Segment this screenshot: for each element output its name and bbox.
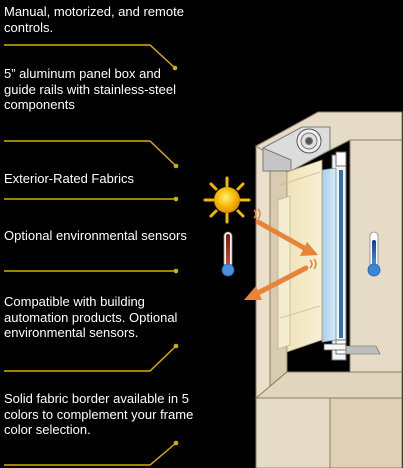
feature-controls: Manual, motorized, and remote controls. [4, 4, 184, 35]
thermometer-hot-icon [221, 231, 235, 277]
leader-line-border [4, 442, 177, 466]
feature-sensors: Optional environmental sensors [4, 228, 187, 243]
feature-fabrics: Exterior-Rated Fabrics [4, 171, 135, 186]
glass-edge-blue [339, 170, 343, 338]
window-glass [321, 167, 337, 343]
leader-line-automation [4, 345, 177, 372]
feature-fabric-border: Solid fabric border available in 5 color… [4, 391, 194, 437]
leader-lines [4, 44, 177, 466]
panel-box [262, 126, 331, 172]
leader-dots [172, 65, 179, 446]
feature-automation: Compatible with building automation prod… [4, 294, 178, 340]
thermometer-cold-icon [367, 231, 381, 277]
sun-icon [203, 176, 251, 224]
bottom-bar [323, 343, 347, 351]
heat-wave-icon [253, 208, 317, 270]
leader-line-controls [4, 44, 176, 69]
leader-line-panel-box [4, 140, 177, 167]
wall-section [254, 111, 403, 468]
heat-arrow-icon [255, 219, 318, 256]
reflected-arrow-icon [244, 265, 309, 300]
feature-panel-box: 5” aluminum panel box and guide rails wi… [4, 66, 176, 112]
